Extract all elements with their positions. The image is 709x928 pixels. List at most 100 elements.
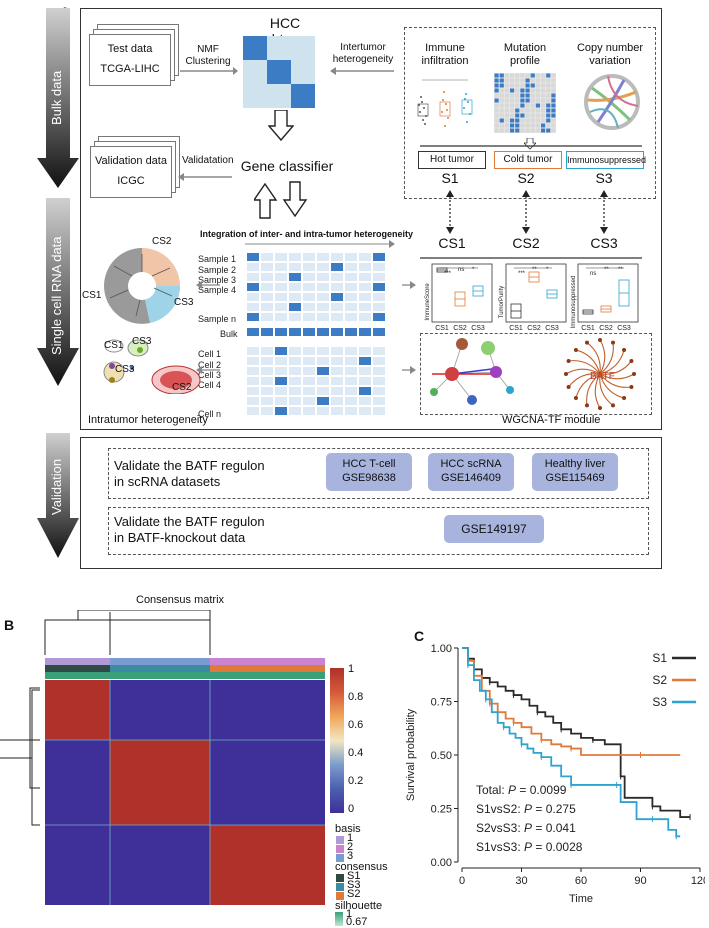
- sample-row-label: Sample 2: [198, 265, 237, 275]
- bulk-label: Bulk data: [49, 70, 64, 125]
- silhouette-1: 1: [346, 908, 353, 920]
- colorbar-tick: 0.8: [348, 691, 364, 703]
- boxplot-xtick: CS3: [545, 325, 559, 332]
- validation-data-doc: Validation data ICGC: [90, 146, 172, 198]
- wgcna-label: WGCNA-TF module: [502, 414, 601, 426]
- colorbar: [330, 668, 344, 813]
- umap-cs3-a: CS3: [132, 336, 152, 347]
- test-data-doc: Test data TCGA-LIHC: [89, 34, 171, 86]
- km-ytick: 1.00: [431, 643, 452, 655]
- consensus-title: Consensus matrix: [136, 594, 225, 606]
- immune-infiltration-plot: [417, 79, 473, 127]
- km-xtick: 60: [575, 875, 587, 887]
- dataset-ko: GSE149197: [444, 515, 544, 543]
- intratumor-label: Intratumor heterogeneity: [88, 414, 208, 426]
- boxplot-ylabel: ImmuneScore: [425, 283, 431, 321]
- cold-tumor-box: Cold tumor: [494, 151, 562, 169]
- sample-row-label: Sample 1: [198, 254, 237, 264]
- boxplot-xtick: CS2: [453, 325, 467, 332]
- wgcna-box: [420, 333, 652, 415]
- km-xtick: 120: [691, 875, 705, 887]
- bulk-arrow: [37, 8, 79, 188]
- immunosuppressed-box: Immunosuppressed: [566, 151, 646, 169]
- consensus-label: S1: [347, 870, 361, 882]
- consensus-heatmap: [0, 610, 325, 905]
- colorbar-tick: 0.2: [348, 775, 364, 787]
- km-legend-label: S1: [652, 651, 667, 665]
- mutation-profile-plot: [494, 73, 556, 133]
- basis-swatch: [336, 836, 344, 844]
- sig-label: *: [472, 267, 475, 273]
- sig-label: ***: [444, 271, 452, 277]
- wgcna-network: [430, 338, 514, 405]
- legend-silhouette-title: silhouette: [335, 900, 383, 912]
- colorbar-tick: 0.6: [348, 719, 364, 731]
- km-stat-line: S2vsS3: P = 0.041: [476, 821, 576, 835]
- colorbar-tick: 0.4: [348, 747, 364, 759]
- km-ytick: 0.50: [431, 750, 452, 762]
- km-ytick: 0.25: [431, 804, 452, 816]
- boxplot-xtick: CS1: [509, 325, 523, 332]
- cs3-label: CS3: [590, 235, 618, 251]
- km-legend-label: S2: [652, 673, 667, 687]
- sample-row-label: Sample 4: [198, 285, 237, 295]
- basis-label: 3: [347, 850, 354, 862]
- sample-row-label: Sample 3: [198, 275, 237, 285]
- tree-cs2: CS2: [152, 236, 172, 247]
- tree-cs1: CS1: [82, 290, 102, 301]
- km-xlabel: Time: [569, 893, 593, 905]
- km-line-s2: [462, 647, 681, 756]
- colorbar-tick: 0: [348, 803, 355, 815]
- validation-label: Validation: [49, 458, 64, 515]
- km-ytick: 0.00: [431, 857, 452, 869]
- km-xtick: 90: [634, 875, 646, 887]
- sample-row-label: Cell 1: [198, 349, 222, 359]
- consensus-swatch: [336, 892, 344, 900]
- km-stat-line: S1vsS3: P = 0.0028: [476, 840, 583, 854]
- basis-swatch: [336, 845, 344, 853]
- legend-consensus-title: consensus: [335, 861, 388, 873]
- km-xtick: 0: [459, 875, 465, 887]
- side-arrows: [37, 8, 79, 558]
- consensus-swatch: [336, 874, 344, 882]
- sig-label: **: [618, 267, 623, 273]
- boxplot-xtick: CS2: [527, 325, 541, 332]
- sample-row-label: Cell 4: [198, 380, 222, 390]
- sig-label: ***: [518, 271, 526, 277]
- km-stat-line: S1vsS2: P = 0.275: [476, 802, 576, 816]
- hcc-subtype-matrix: [243, 36, 315, 108]
- batf-label: BATF: [590, 371, 615, 382]
- integration-heatmap: [247, 253, 385, 415]
- umap-plot: [103, 339, 201, 394]
- cs1-label: CS1: [438, 235, 466, 251]
- boxplot-ylabel: Immunosuppressed: [571, 276, 577, 329]
- cs-dendrogram-wheel: [104, 248, 180, 324]
- sample-row-label: Sample n: [198, 314, 237, 324]
- sig-label: *: [546, 267, 549, 273]
- boxplot-xtick: CS3: [471, 325, 485, 332]
- basis-label: 1: [347, 832, 354, 844]
- gene-classifier-title: Gene classifier: [240, 158, 334, 174]
- umap-cs3-b: CS3: [115, 364, 135, 375]
- batf-network: [564, 338, 636, 410]
- validate-sc-box: [108, 448, 649, 499]
- validate-ko-box: [108, 507, 649, 555]
- silhouette-067: 0.67: [346, 916, 368, 928]
- sig-label: **: [532, 267, 537, 273]
- sig-label: ns: [590, 271, 596, 277]
- basis-label: 2: [347, 841, 354, 853]
- sample-row-label: Cell n: [198, 409, 222, 419]
- analysis-box: [404, 27, 656, 199]
- sample-row-label: Bulk: [220, 329, 238, 339]
- basis-swatch: [336, 854, 344, 862]
- silhouette-bar: [335, 912, 343, 926]
